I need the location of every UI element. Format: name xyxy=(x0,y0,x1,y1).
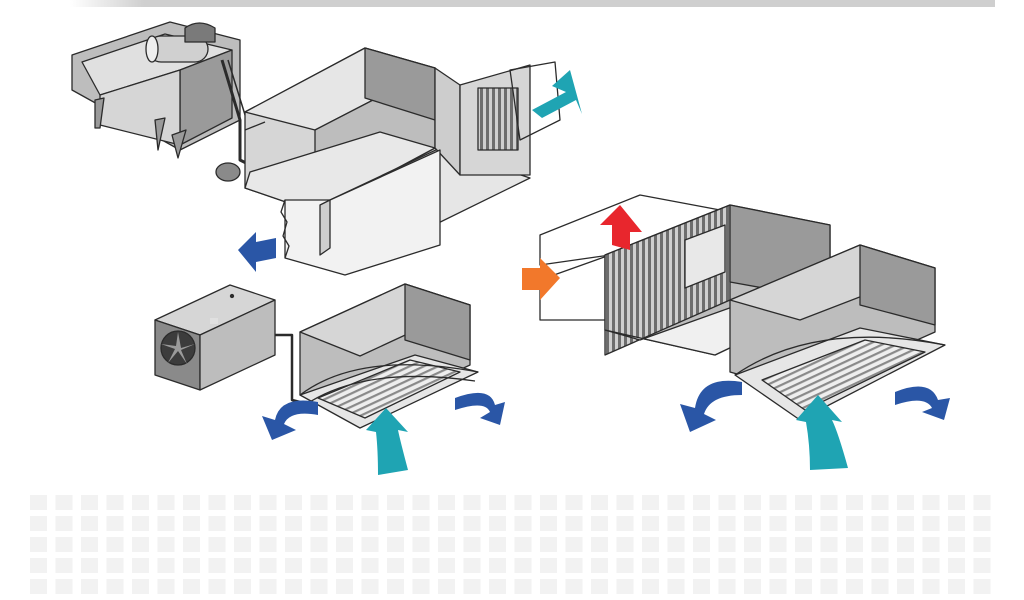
exhaust-left-arrow xyxy=(238,232,276,272)
cassette-2-left-out-arrow xyxy=(680,381,742,432)
fresh-air-in-top-arrow xyxy=(532,70,582,118)
ducted-system xyxy=(72,22,560,275)
condensing-unit xyxy=(72,22,240,158)
cassette-1-right-out-arrow xyxy=(455,393,505,425)
ceiling-cassette-1 xyxy=(300,284,478,428)
outdoor-unit xyxy=(155,285,275,390)
cassette-1-left-out-arrow xyxy=(262,400,318,440)
cassette-2-right-out-arrow xyxy=(895,387,950,420)
cassette-system-2 xyxy=(540,195,945,420)
pump-motor xyxy=(216,163,240,181)
